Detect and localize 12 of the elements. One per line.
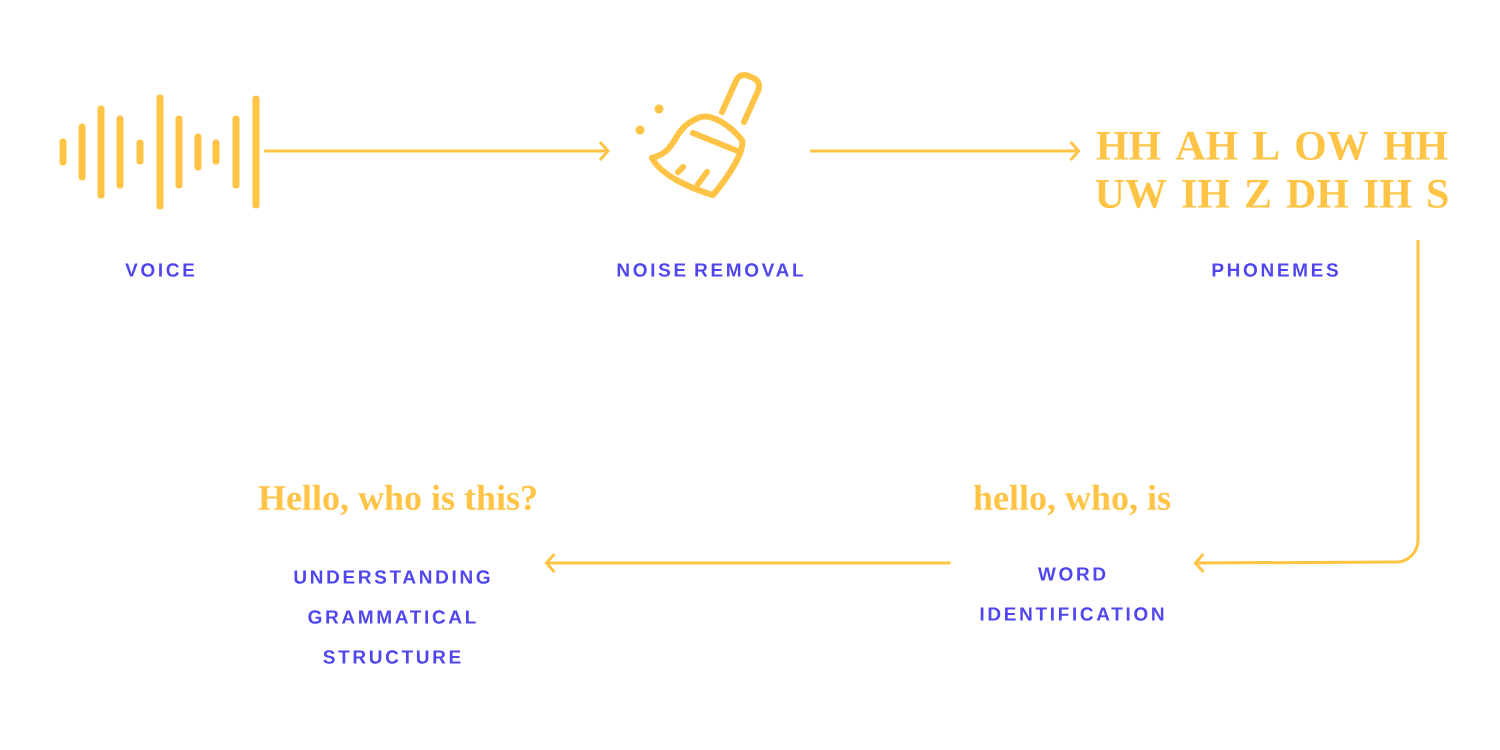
stage-label: PHONEMES: [1212, 263, 1338, 277]
example-text: hello, who, is: [973, 484, 1171, 516]
arrow: [810, 141, 1081, 161]
stage-label: NOISE REMOVAL: [617, 263, 804, 277]
arrow: [1193, 240, 1420, 573]
stage-label: VOICE: [125, 263, 195, 277]
stage-label: WORD IDENTIFICATION: [980, 567, 1164, 621]
example-text: Hello, who is this?: [258, 484, 536, 516]
arrow: [264, 141, 610, 161]
arrow: [544, 553, 951, 573]
example-text: HH AH L OW HH UW IH Z DH IH S: [1095, 131, 1448, 209]
stage-label: UNDERSTANDING GRAMMATICAL STRUCTURE: [294, 570, 490, 664]
